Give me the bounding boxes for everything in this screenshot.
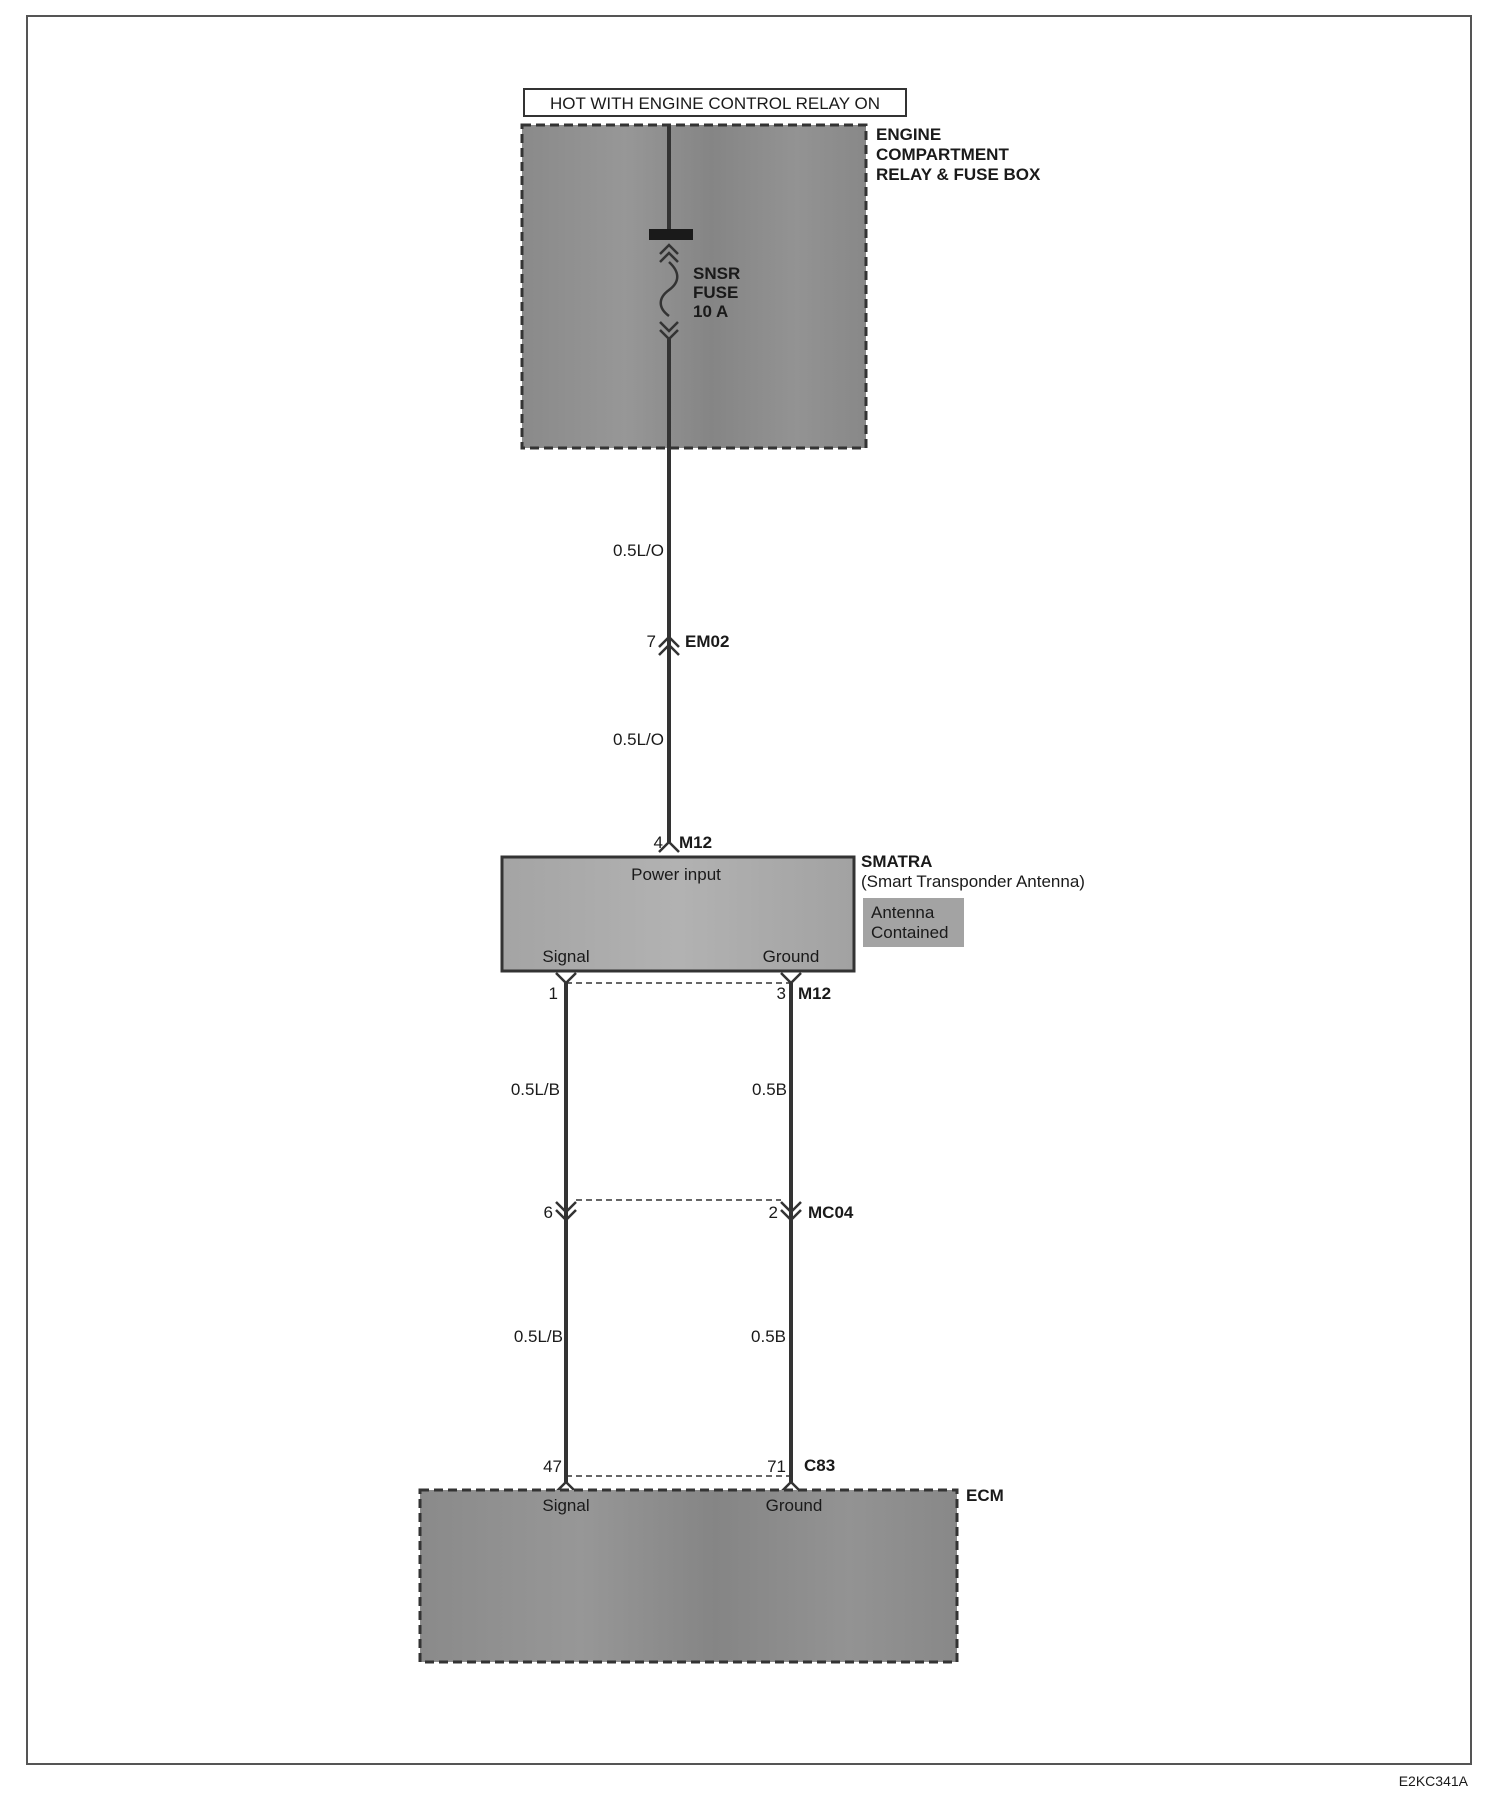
- m12-bottom-pin-left: 1: [549, 984, 558, 1003]
- m12-top-name: M12: [679, 833, 712, 852]
- fuse-label-line-3: 10 A: [693, 302, 728, 321]
- m12-top-pin: 4: [654, 833, 663, 852]
- wire-label-4: 0.5B: [752, 1080, 787, 1099]
- wire-label-5: 0.5L/B: [514, 1327, 563, 1346]
- m12-top-connector-icon: [658, 840, 680, 853]
- page-frame: [26, 15, 1472, 1765]
- m12-bottom-pin-right: 3: [777, 984, 786, 1003]
- fuse-icon: [649, 125, 693, 341]
- ecm-name: ECM: [966, 1486, 1004, 1505]
- mc04-pin-left: 6: [544, 1203, 553, 1222]
- em02-connector-icon: [658, 635, 680, 656]
- fuse-box: [520, 123, 868, 450]
- mc04-right-connector-icon: [780, 1201, 802, 1222]
- smatra-ground-label: Ground: [763, 947, 820, 966]
- mc04-pin-right: 2: [769, 1203, 778, 1222]
- supply-label: HOT WITH ENGINE CONTROL RELAY ON: [523, 88, 907, 117]
- smatra-box: [500, 855, 856, 973]
- c83-name: C83: [804, 1456, 835, 1475]
- fuse-box-name-line-3: RELAY & FUSE BOX: [876, 165, 1041, 184]
- em02-pin: 7: [647, 632, 656, 651]
- c83-pin-left: 47: [543, 1457, 562, 1476]
- antenna-note-line-1: Antenna: [871, 903, 935, 922]
- wire-label-6: 0.5B: [751, 1327, 786, 1346]
- antenna-note-box: [863, 898, 964, 947]
- mc04-name: MC04: [808, 1203, 854, 1222]
- wire-label-2: 0.5L/O: [613, 730, 664, 749]
- m12-bottom-right-connector-icon: [780, 972, 802, 985]
- ecm-box: [418, 1488, 959, 1664]
- fuse-box-name-line-2: COMPARTMENT: [876, 145, 1009, 164]
- antenna-note-line-2: Contained: [871, 923, 949, 942]
- m12-bottom-left-connector-icon: [555, 972, 577, 985]
- fuse-label-line-1: SNSR: [693, 264, 740, 283]
- ecm-signal-label: Signal: [542, 1496, 589, 1515]
- mc04-left-connector-icon: [555, 1201, 577, 1222]
- wire-label-1: 0.5L/O: [613, 541, 664, 560]
- c83-left-connector-icon: [555, 1480, 577, 1493]
- wire-label-3: 0.5L/B: [511, 1080, 560, 1099]
- c83-pin-right: 71: [767, 1457, 786, 1476]
- fuse-label-line-2: FUSE: [693, 283, 738, 302]
- m12-bottom-name: M12: [798, 984, 831, 1003]
- fuse-box-name-line-1: ENGINE: [876, 125, 941, 144]
- supply-label-text: HOT WITH ENGINE CONTROL RELAY ON: [550, 94, 880, 113]
- smatra-signal-label: Signal: [542, 947, 589, 966]
- em02-name: EM02: [685, 632, 729, 651]
- ecm-ground-label: Ground: [766, 1496, 823, 1515]
- figure-id: E2KC341A: [1399, 1773, 1469, 1789]
- smatra-name: SMATRA: [861, 852, 932, 871]
- smatra-power-label: Power input: [631, 865, 721, 884]
- smatra-subtitle: (Smart Transponder Antenna): [861, 872, 1085, 891]
